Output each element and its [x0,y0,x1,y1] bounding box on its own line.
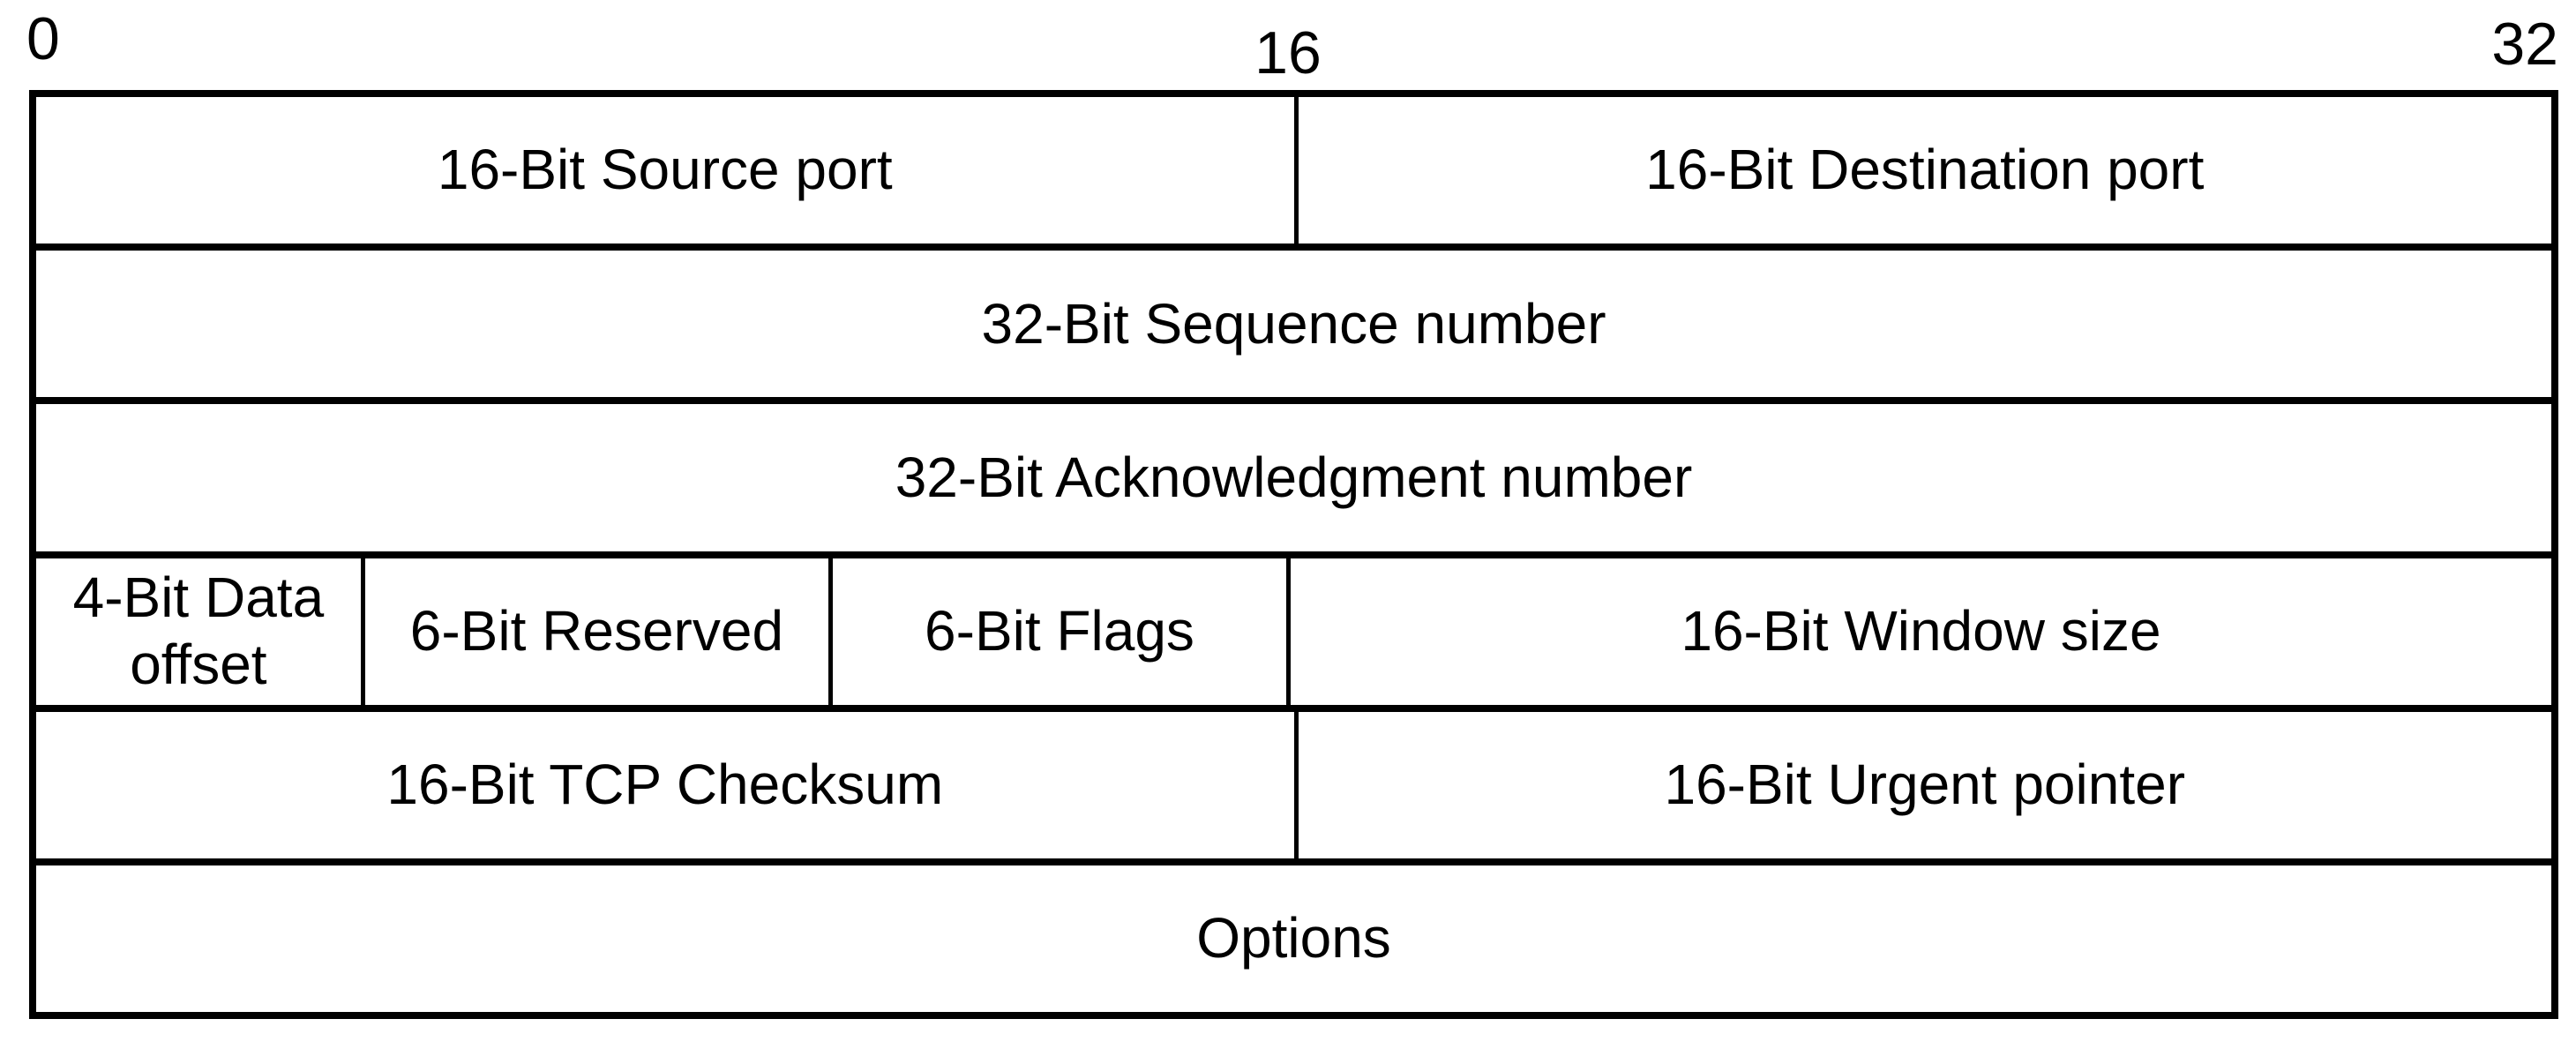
row-ports: 16-Bit Source port 16-Bit Destination po… [36,97,2551,244]
bit-scale-label-0: 0 [26,5,60,72]
header-field-box: 16-Bit Source port 16-Bit Destination po… [29,90,2558,1019]
row-offset-flags-window: 4-Bit Data offset 6-Bit Reserved 6-Bit F… [36,551,2551,705]
row-checksum-urgent: 16-Bit TCP Checksum 16-Bit Urgent pointe… [36,704,2552,858]
field-urgent-pointer: 16-Bit Urgent pointer [1293,711,2552,858]
field-data-offset: 4-Bit Data offset [72,566,325,696]
bit-scale-label-32: 32 [2491,11,2558,78]
field-options: Options [1196,906,1391,970]
field-sequence-number: 32-Bit Sequence number [981,291,1606,356]
bit-scale-label-16: 16 [1254,19,1322,86]
row-sequence-number: 32-Bit Sequence number [36,244,2551,397]
field-destination-port: 16-Bit Destination port [1293,97,2552,244]
field-reserved: 6-Bit Reserved [360,558,828,705]
field-acknowledgment-number: 32-Bit Acknowledgment number [895,445,1693,509]
row-acknowledgment-number: 32-Bit Acknowledgment number [36,397,2551,551]
field-source-port: 16-Bit Source port [437,138,893,202]
field-window-size: 16-Bit Window size [1285,558,2551,705]
field-tcp-checksum: 16-Bit TCP Checksum [386,753,944,817]
field-flags: 6-Bit Flags [828,558,1286,705]
row-options: Options [36,858,2551,1012]
